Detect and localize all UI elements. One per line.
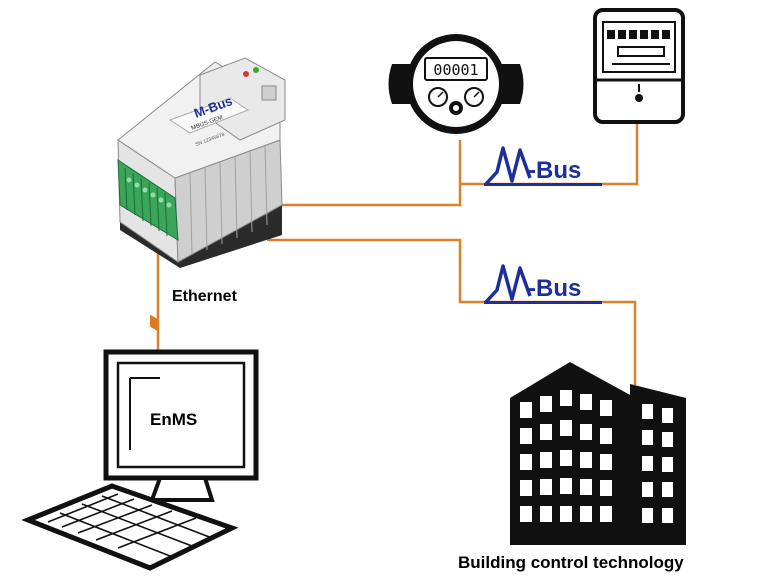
mbus-bottom-label: -Bus — [528, 275, 581, 302]
building-icon — [510, 362, 686, 545]
mbus-logo-top: -Bus — [484, 146, 602, 186]
terminal-block — [117, 159, 179, 241]
water-meter-icon: 00001 — [388, 34, 524, 134]
line-gateway-to-building — [267, 238, 637, 385]
mbus-logo-bottom: -Bus — [484, 264, 602, 304]
gateway-device-icon: M-Bus MBUS-GEM SN 12345678 — [117, 57, 286, 332]
building-label: Building control technology — [458, 553, 684, 572]
line-gateway-to-meters — [282, 140, 462, 207]
mbus-top-label: -Bus — [528, 157, 581, 184]
computer-icon: EnMS — [21, 349, 259, 571]
ethernet-label: Ethernet — [172, 288, 238, 305]
enms-label: EnMS — [150, 410, 197, 429]
electricity-meter-icon — [593, 8, 685, 124]
water-meter-reading: 00001 — [433, 61, 478, 79]
